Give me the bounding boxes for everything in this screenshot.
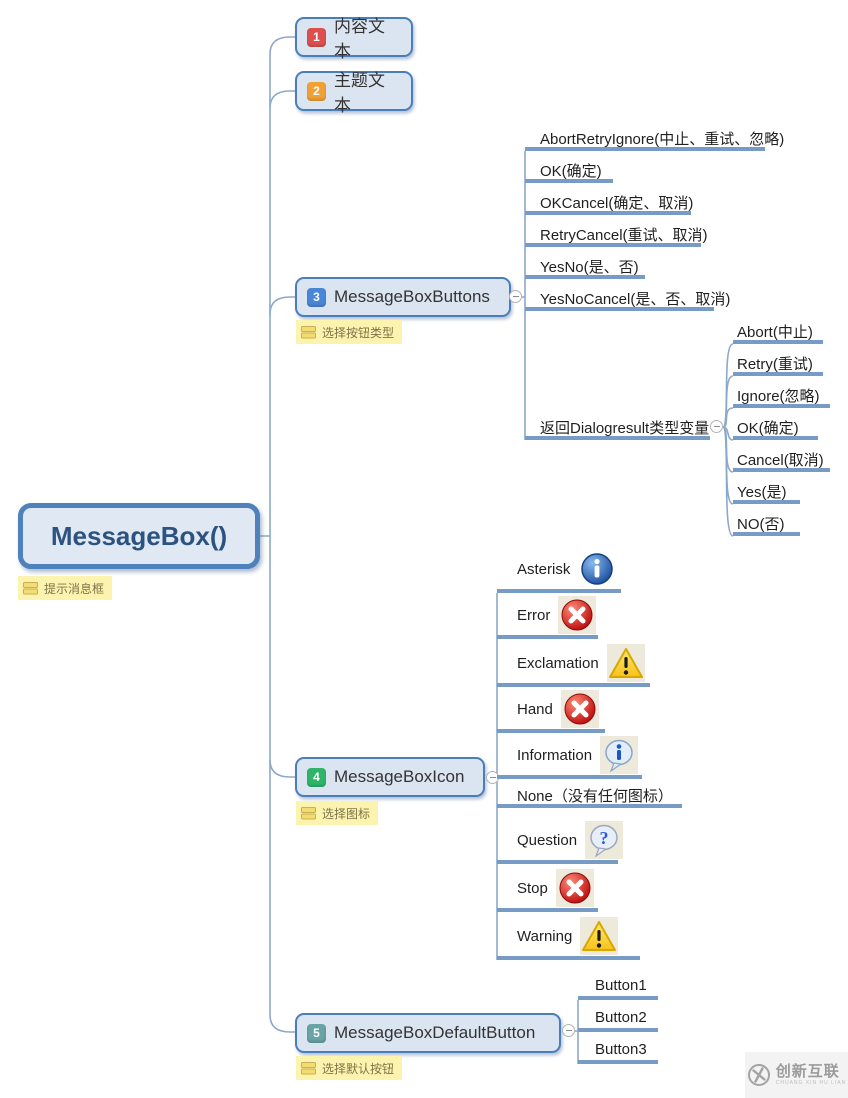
subtopic-ok-result[interactable]: OK(确定) — [733, 414, 818, 440]
error-circle-icon — [555, 869, 594, 907]
branch-topic-label: MessageBoxDefaultButton — [334, 1023, 536, 1042]
branch-topic-messageboxicon[interactable]: 4 MessageBoxIcon — [295, 757, 485, 797]
subtopic-yes[interactable]: Yes(是) — [733, 478, 800, 504]
subtopic-dialogresult[interactable]: 返回Dialogresult类型变量 — [525, 414, 710, 440]
collapse-handle-buttons[interactable] — [509, 290, 522, 303]
watermark-subtitle: CHUANG XIN HU LIAN — [775, 1080, 847, 1086]
subtopic-label: Hand — [517, 700, 553, 718]
subtopic-label: Retry(重试) — [737, 356, 813, 373]
subtopic-label: Warning — [517, 927, 573, 945]
subtopic-retry[interactable]: Retry(重试) — [733, 350, 823, 376]
subtopic-hand[interactable]: Hand — [497, 689, 605, 733]
subtopic-label: Abort(中止) — [737, 324, 813, 341]
subtopic-yesnocancel[interactable]: YesNoCancel(是、否、取消) — [525, 285, 730, 311]
branch-topic-label: MessageBoxButtons — [334, 287, 490, 306]
subtopic-ok[interactable]: OK(确定) — [525, 157, 613, 183]
subtopic-button2[interactable]: Button2 — [578, 1006, 658, 1032]
priority-badge-2: 2 — [307, 81, 326, 101]
priority-badge-1: 1 — [307, 27, 326, 47]
subtopic-question[interactable]: Question ? — [497, 820, 624, 864]
root-note[interactable]: 提示消息框 — [18, 576, 113, 600]
note-icon — [23, 581, 38, 594]
subtopic-no[interactable]: NO(否) — [733, 510, 800, 536]
subtopic-label: OK(确定) — [540, 163, 602, 180]
subtopic-asterisk[interactable]: Asterisk — [497, 549, 621, 593]
collapse-handle-dialogresult[interactable] — [710, 420, 723, 433]
priority-badge-4: 4 — [307, 767, 326, 787]
priority-badge-3: 3 — [307, 287, 326, 307]
root-topic-messagebox[interactable]: MessageBox() — [18, 503, 260, 569]
branch-note-icon[interactable]: 选择图标 — [296, 801, 379, 825]
branch-topic-messageboxbuttons[interactable]: 3 MessageBoxButtons — [295, 277, 511, 317]
branch-note-label: 选择默认按钮 — [322, 1061, 395, 1076]
subtopic-label: NO(否) — [737, 516, 785, 533]
subtopic-yesno[interactable]: YesNo(是、否) — [525, 253, 645, 279]
branch-topic-title-text[interactable]: 2 主题文本 — [295, 71, 413, 115]
subtopic-okcancel[interactable]: OKCancel(确定、取消) — [525, 189, 694, 215]
subtopic-label: None（没有任何图标） — [517, 788, 673, 805]
branch-note-buttons[interactable]: 选择按钮类型 — [296, 320, 403, 344]
watermark-logo-icon — [747, 1064, 770, 1086]
branch-note-label: 选择按钮类型 — [322, 325, 395, 340]
branch-note-label: 选择图标 — [322, 806, 371, 821]
subtopic-label: Cancel(取消) — [737, 452, 824, 469]
subtopic-label: Error — [517, 606, 551, 624]
info-bubble-icon — [600, 736, 639, 774]
note-icon — [301, 806, 316, 819]
watermark: 创新互联 CHUANG XIN HU LIAN — [745, 1052, 848, 1098]
subtopic-label: Information — [517, 746, 593, 764]
subtopic-retrycancel[interactable]: RetryCancel(重试、取消) — [525, 221, 708, 247]
subtopic-label: Exclamation — [517, 654, 599, 672]
subtopic-cancel[interactable]: Cancel(取消) — [733, 446, 830, 472]
branch-topic-label: 主题文本 — [334, 71, 385, 115]
root-note-label: 提示消息框 — [44, 581, 105, 596]
subtopic-warning[interactable]: Warning — [497, 916, 640, 960]
subtopic-label: Yes(是) — [737, 484, 787, 501]
subtopic-abortretryignore[interactable]: AbortRetryIgnore(中止、重试、忽略) — [525, 125, 784, 151]
subtopic-label: AbortRetryIgnore(中止、重试、忽略) — [540, 131, 785, 148]
subtopic-label: Button3 — [595, 1041, 647, 1058]
info-circle-icon — [578, 550, 616, 588]
subtopic-stop[interactable]: Stop — [497, 868, 598, 912]
branch-topic-messageboxdefaultbutton[interactable]: 5 MessageBoxDefaultButton — [295, 1013, 561, 1053]
subtopic-ignore[interactable]: Ignore(忽略) — [733, 382, 830, 408]
collapse-handle-defaultbutton[interactable] — [562, 1024, 575, 1037]
note-icon — [301, 1061, 316, 1074]
subtopic-error[interactable]: Error — [497, 595, 598, 639]
subtopic-label: RetryCancel(重试、取消) — [540, 227, 708, 244]
watermark-title: 创新互联 — [775, 1063, 840, 1080]
subtopic-button1[interactable]: Button1 — [578, 974, 658, 1000]
branch-topic-content-text[interactable]: 1 内容文本 — [295, 17, 413, 61]
subtopic-abort[interactable]: Abort(中止) — [733, 318, 823, 344]
warning-triangle-icon — [606, 644, 645, 682]
subtopic-label: YesNo(是、否) — [540, 259, 639, 276]
subtopic-label: Ignore(忽略) — [737, 388, 820, 405]
subtopic-information[interactable]: Information — [497, 735, 642, 779]
warning-triangle-icon — [580, 917, 619, 955]
note-icon — [301, 325, 316, 338]
subtopic-label: Button1 — [595, 977, 647, 994]
subtopic-none[interactable]: None（没有任何图标） — [497, 782, 682, 808]
subtopic-label: OKCancel(确定、取消) — [540, 195, 694, 212]
subtopic-label: Question — [517, 831, 578, 849]
branch-topic-label: 内容文本 — [334, 17, 385, 61]
branch-topic-label: MessageBoxIcon — [334, 767, 465, 786]
branch-note-defaultbutton[interactable]: 选择默认按钮 — [296, 1056, 403, 1080]
error-circle-icon — [558, 596, 597, 634]
subtopic-label: 返回Dialogresult类型变量 — [540, 420, 710, 437]
question-bubble-icon: ? — [585, 821, 624, 859]
subtopic-button3[interactable]: Button3 — [578, 1038, 658, 1064]
root-topic-label: MessageBox() — [50, 520, 228, 551]
subtopic-label: Stop — [517, 879, 548, 897]
subtopic-exclamation[interactable]: Exclamation — [497, 643, 650, 687]
subtopic-label: OK(确定) — [737, 420, 799, 437]
subtopic-label: YesNoCancel(是、否、取消) — [540, 291, 731, 308]
error-circle-icon — [560, 690, 599, 728]
priority-badge-5: 5 — [307, 1023, 326, 1043]
svg-text:?: ? — [600, 828, 609, 848]
subtopic-label: Asterisk — [517, 560, 571, 578]
subtopic-label: Button2 — [595, 1009, 647, 1026]
